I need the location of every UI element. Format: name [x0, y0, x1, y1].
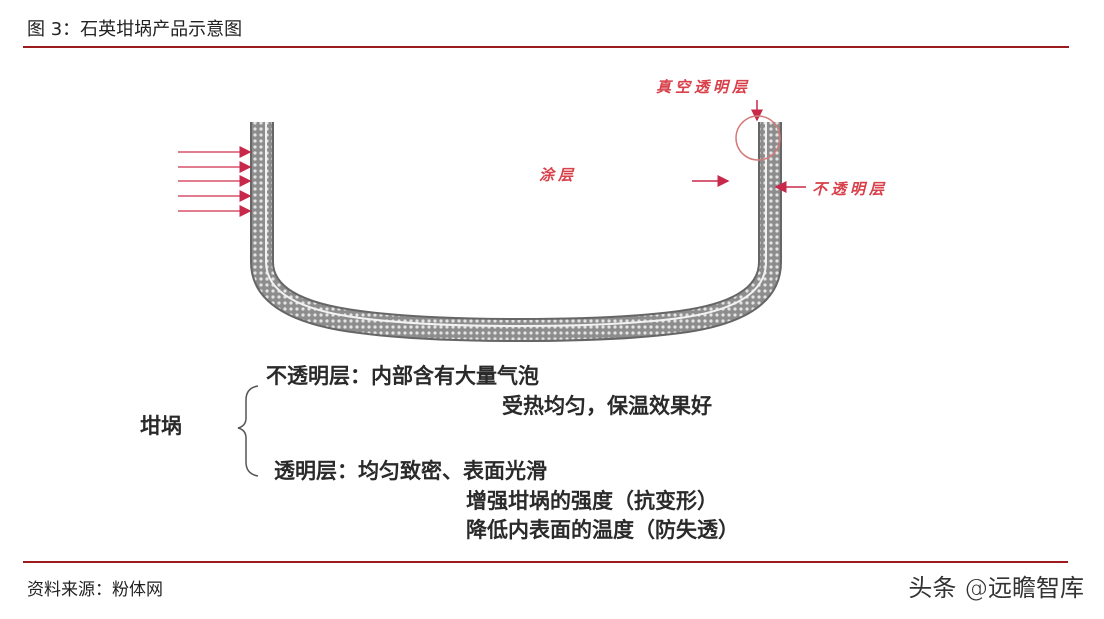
figure-title: 图 3：石英坩埚产品示意图: [27, 19, 243, 40]
vacuum-highlight-circle: [735, 115, 781, 161]
title-rule: [23, 46, 1069, 48]
crucible-wall-inner-line: [265, 122, 767, 328]
crucible-wall-bubbles: [252, 122, 780, 341]
transparent-line-1: 透明层：均匀致密、表面光滑: [274, 458, 547, 483]
crucible-wall-outer: [250, 122, 782, 343]
brace: [237, 385, 259, 477]
opaque-line-1: 不透明层：内部含有大量气泡: [266, 363, 539, 388]
opaque-line-2: 受热均匀，保温效果好: [502, 393, 712, 418]
footer-rule: [23, 561, 1068, 563]
source-note: 资料来源：粉体网: [27, 580, 163, 600]
label-vacuum-transparent-layer: 真空透明层: [656, 78, 752, 96]
watermark: 头条 @远瞻智库: [908, 574, 1084, 602]
heat-arrows: [178, 146, 252, 217]
transparent-line-3: 降低内表面的温度（防失透）: [466, 517, 739, 542]
label-coating: 涂层: [539, 166, 578, 184]
transparent-line-2: 增强坩埚的强度（抗变形）: [466, 488, 718, 513]
label-opaque-layer: 不透明层: [812, 180, 889, 198]
crucible-label: 坩埚: [140, 413, 182, 438]
